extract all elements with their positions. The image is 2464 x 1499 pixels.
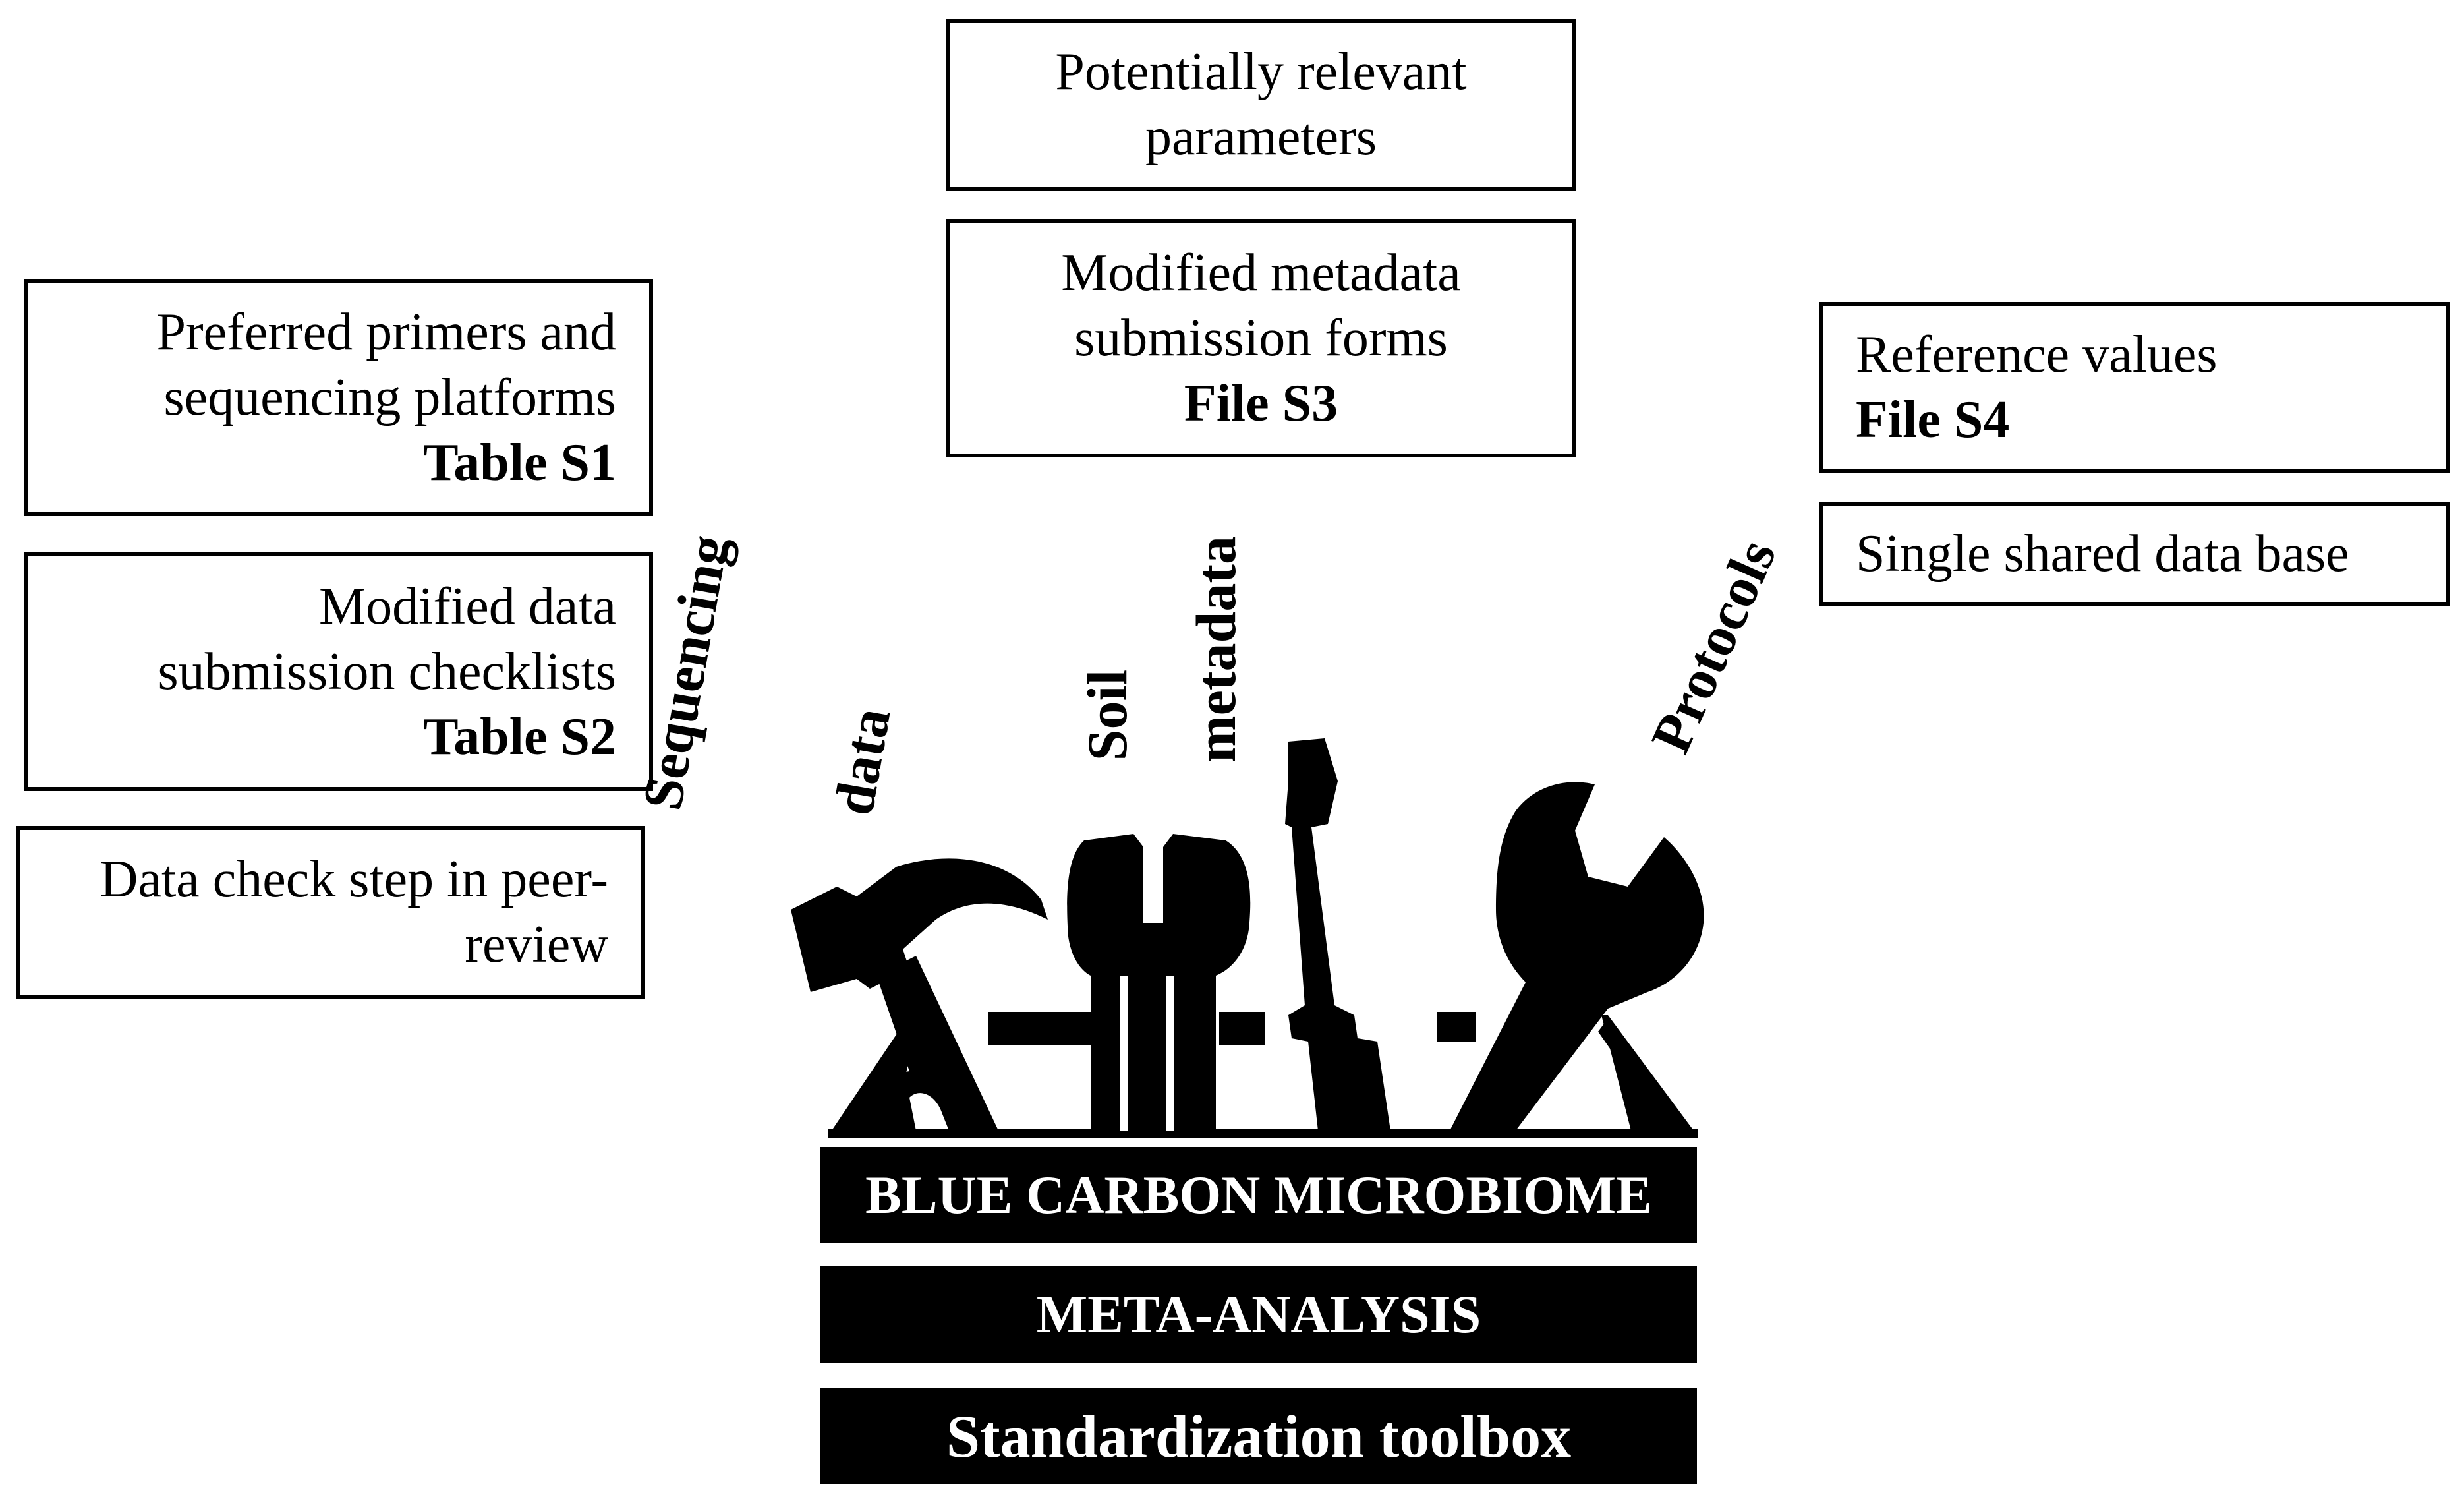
checklists-line1: Modified data	[319, 577, 616, 635]
forms-line1: Modified metadata	[1061, 243, 1461, 302]
reference-line1: Reference values	[1856, 326, 2218, 384]
forms-box: Modified metadata submission forms File …	[946, 219, 1576, 457]
checklists-box: Modified data submission checklists Tabl…	[24, 552, 653, 791]
peer-review-line1: Data check step in peer-	[100, 850, 608, 908]
forms-line2: submission forms	[1074, 309, 1448, 367]
parameters-line2: parameters	[1145, 108, 1377, 166]
checklists-ref: Table S2	[423, 707, 616, 766]
parameters-line1: Potentially relevant	[1055, 43, 1467, 101]
screwdriver-icon	[1285, 738, 1390, 1131]
reference-ref: File S4	[1856, 391, 2010, 449]
database-line1: Single shared data base	[1856, 524, 2349, 583]
database-box: Single shared data base	[1819, 502, 2450, 606]
forms-ref: File S3	[1184, 374, 1338, 432]
banner-meta-analysis: META-ANALYSIS	[820, 1266, 1697, 1363]
parameters-box: Potentially relevant parameters	[946, 19, 1576, 191]
primers-ref: Table S1	[423, 433, 616, 492]
label-metadata: metadata	[1184, 536, 1247, 763]
open-wrench-icon	[1067, 834, 1251, 1131]
primers-box: Preferred primers and sequencing platfor…	[24, 279, 653, 516]
checklists-line2: submission checklists	[158, 642, 616, 701]
peer-review-line2: review	[465, 916, 608, 974]
peer-review-box: Data check step in peer- review	[16, 826, 645, 999]
label-soil: Soil	[1075, 669, 1139, 761]
banner-standardization-toolbox: Standardization toolbox	[820, 1388, 1697, 1484]
primers-line1: Preferred primers and	[156, 303, 616, 361]
primers-line2: sequencing platforms	[163, 368, 616, 426]
banner-blue-carbon: BLUE CARBON MICROBIOME	[820, 1147, 1697, 1243]
reference-box: Reference values File S4	[1819, 302, 2450, 473]
wrench-icon	[1450, 782, 1704, 1131]
hammer-icon	[791, 858, 1048, 1131]
